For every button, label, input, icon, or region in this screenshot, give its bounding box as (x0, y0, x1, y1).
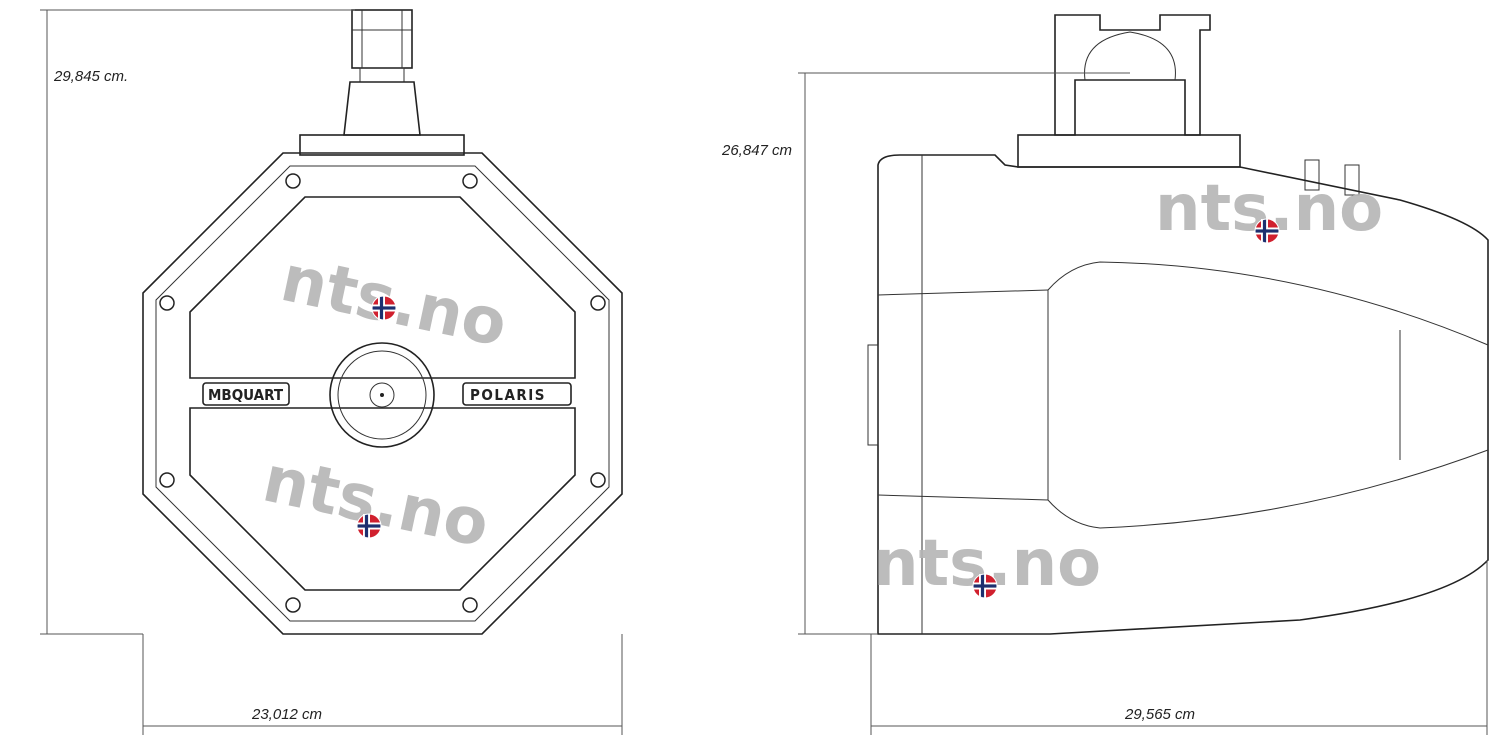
front-view: MBQUART POLARIS (142, 9, 623, 635)
mbquart-logo: MBQUART (208, 386, 284, 404)
front-height-label: 29,845 cm. (53, 68, 128, 85)
mbquart-badge (202, 382, 290, 406)
front-mount-clamp (351, 9, 413, 69)
polaris-logo: POLARIS (470, 386, 546, 404)
tweeter (329, 342, 435, 448)
side-height-label: 26,847 cm (721, 142, 792, 159)
side-housing (877, 154, 1489, 635)
side-mount-clamp (1054, 14, 1211, 136)
side-mount-base (1017, 134, 1241, 168)
watermark-text: nts.no (257, 442, 495, 562)
lower-grille (189, 407, 576, 591)
side-length-label: 29,565 cm (1124, 706, 1195, 723)
front-width-label: 23,012 cm (251, 706, 322, 723)
norway-flag-icon (972, 573, 998, 599)
side-view (867, 14, 1489, 635)
front-housing (142, 152, 623, 635)
norway-flag-icon (371, 295, 397, 321)
dimension-lines (40, 9, 1488, 735)
norway-flag-icon (356, 513, 382, 539)
screws (159, 173, 606, 613)
upper-grille (189, 196, 576, 379)
polaris-badge (462, 382, 572, 406)
front-mount-base (299, 134, 465, 156)
norway-flag-icon (1254, 218, 1280, 244)
